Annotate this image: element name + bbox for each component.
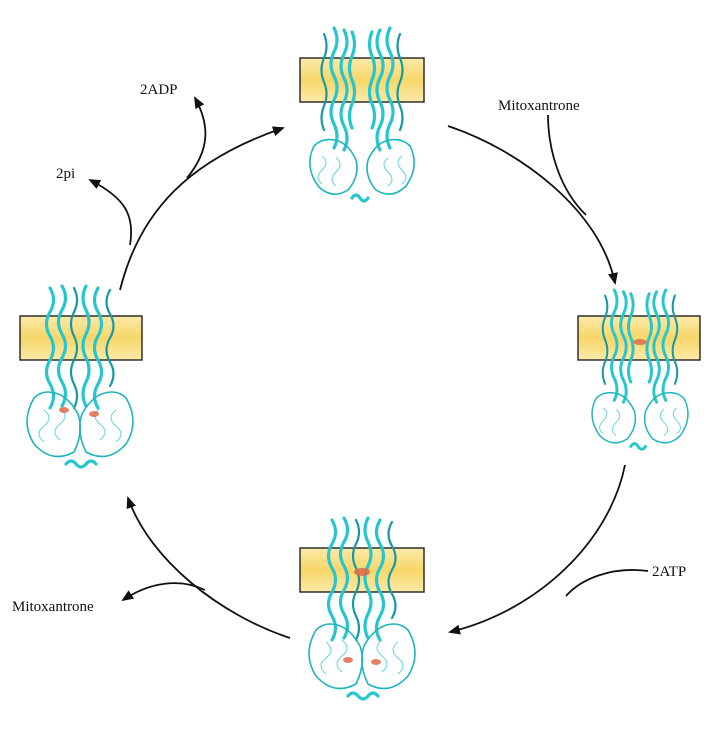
arrow-mitoxantrone-out [121,582,206,602]
arrow-right-to-bottom [448,464,626,635]
arrow-top-to-right [447,125,618,285]
label-mitoxantrone-out: Mitoxantrone [12,599,94,615]
arrow-atp-in [565,569,649,597]
membrane-top [299,57,425,103]
arrow-mitoxantrone-in [547,114,587,216]
arrow-bottom-to-left [126,496,291,639]
label-atp: 2ATP [652,564,686,580]
label-pi: 2pi [56,166,75,182]
label-adp: 2ADP [140,82,178,98]
label-mitoxantrone-in: Mitoxantrone [498,98,580,114]
membrane-right [577,315,701,361]
state-left [19,284,143,469]
state-bottom [299,516,425,701]
membrane-left [19,315,143,361]
state-right [577,288,701,451]
arrow-left-to-top [119,126,285,291]
arrow-pi-out [88,179,133,246]
arrow-adp-out [186,96,207,179]
state-top [299,26,425,203]
